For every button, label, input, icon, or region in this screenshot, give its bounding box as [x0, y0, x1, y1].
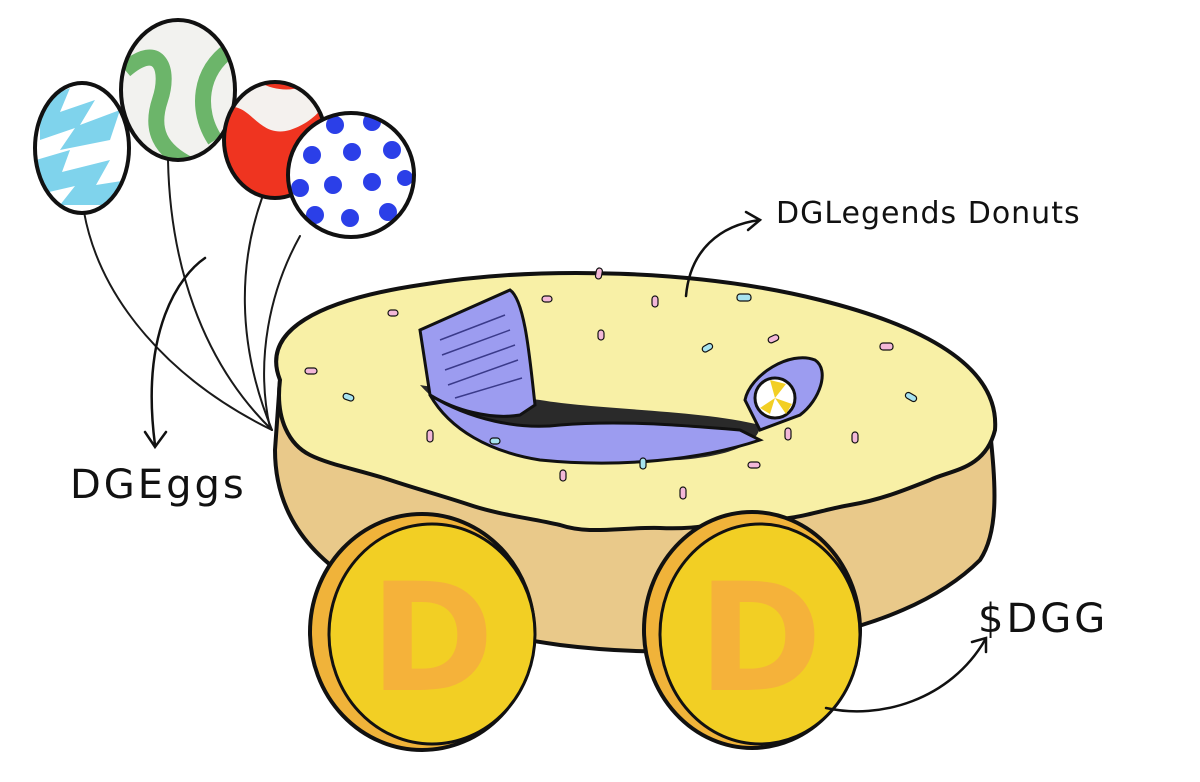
coin-letter: D — [370, 552, 495, 726]
label-dglegends-donuts: DGLegends Donuts — [776, 196, 1081, 231]
sprinkles — [304, 267, 918, 500]
arrow-icon — [143, 256, 207, 450]
coin-wheel-icon: D — [642, 510, 862, 750]
coin-letter: D — [698, 552, 823, 726]
label-dgg-token: $DGG — [978, 596, 1109, 642]
coin-wheel-icon: D — [308, 512, 537, 752]
balloon-egg-icon — [286, 111, 416, 239]
arrow-icon — [824, 636, 988, 713]
balloon-strings — [83, 159, 301, 431]
seat-icon — [418, 288, 764, 465]
arrow-icon — [684, 210, 763, 298]
balloon-egg-icon — [33, 81, 131, 215]
balloon-egg-icon — [119, 18, 237, 162]
steering-wheel-icon — [743, 356, 824, 432]
label-dgeggs: DGEggs — [70, 462, 247, 508]
